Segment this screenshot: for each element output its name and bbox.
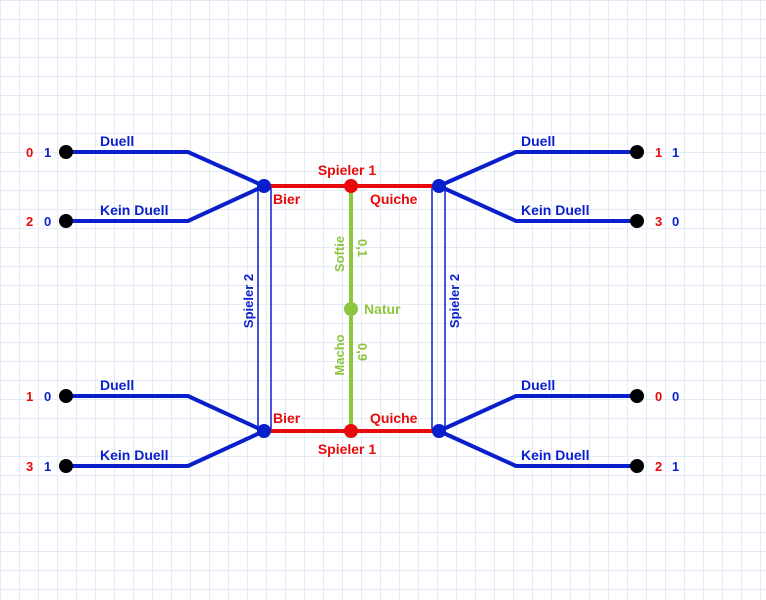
move-quiche-top: Quiche [370,191,418,207]
payoff-p1: 1 [655,145,662,160]
payoff-p2: 0 [44,214,51,229]
terminal-node [630,214,644,228]
move-quiche-bottom: Quiche [370,410,418,426]
terminal-node [630,459,644,473]
payoff-p2: 0 [672,389,679,404]
branch-bottom-right-no-duel [438,429,637,468]
move-bier-top: Bier [273,191,301,207]
nature-node [344,302,358,316]
type-softie-prob: 0,1 [355,239,370,257]
payoff-p1: 1 [26,389,33,404]
nature-label: Natur [364,301,401,317]
terminal-node [59,145,73,159]
payoff-p1: 0 [26,145,33,160]
terminal-node [630,145,644,159]
branch-top-left-duel [66,150,265,188]
terminal-node [59,389,73,403]
player2-label-left: Spieler 2 [241,274,256,328]
type-macho-label: Macho [332,334,347,375]
label-duell: Duell [100,377,134,393]
type-softie-label: Softie [332,236,347,272]
player1-label-bottom: Spieler 1 [318,441,377,457]
type-macho-prob: 0,9 [355,343,370,361]
player2-node [257,424,271,438]
payoff-p1: 2 [655,459,662,474]
payoff-p2: 1 [44,459,51,474]
player2-node [432,179,446,193]
label-duell: Duell [100,133,134,149]
info-set-right [431,185,446,432]
payoff-p2: 0 [672,214,679,229]
payoff-p1: 3 [655,214,662,229]
branch-bottom-right-duel [438,394,637,433]
payoff-p2: 1 [672,459,679,474]
payoff-p1: 3 [26,459,33,474]
branch-top-left-no-duel [66,184,265,223]
payoff-p2: 1 [44,145,51,160]
label-kein-duell: Kein Duell [521,447,589,463]
player2-node [432,424,446,438]
label-kein-duell: Kein Duell [521,202,589,218]
info-set-left [257,185,272,432]
player1-node [344,424,358,438]
player2-node [257,179,271,193]
player1-node [344,179,358,193]
branch-bottom-left-no-duel [66,429,265,468]
branch-bottom-left-duel [66,394,265,433]
player1-label-top: Spieler 1 [318,162,377,178]
label-duell: Duell [521,377,555,393]
branch-top-right-duel [438,150,637,188]
terminal-node [630,389,644,403]
payoff-p2: 0 [44,389,51,404]
terminal-node [59,459,73,473]
label-kein-duell: Kein Duell [100,202,168,218]
payoff-p1: 0 [655,389,662,404]
label-kein-duell: Kein Duell [100,447,168,463]
payoff-p2: 1 [672,145,679,160]
payoff-p1: 2 [26,214,33,229]
player2-label-right: Spieler 2 [447,274,462,328]
branch-top-right-no-duel [438,184,637,223]
label-duell: Duell [521,133,555,149]
terminal-node [59,214,73,228]
move-bier-bottom: Bier [273,410,301,426]
